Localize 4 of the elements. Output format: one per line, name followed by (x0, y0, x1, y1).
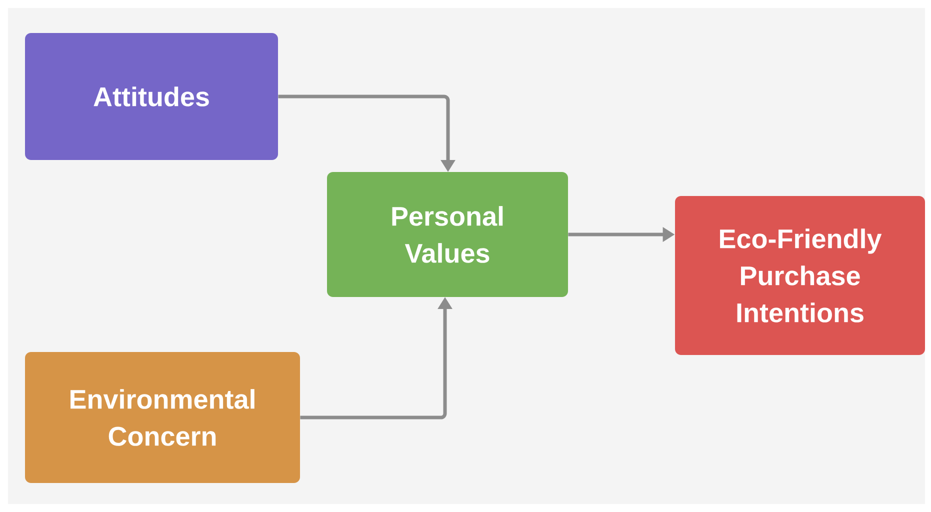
process-box: Attitudes (25, 33, 278, 160)
process-box: Personal Values (327, 172, 568, 297)
process-box: Eco-Friendly Purchase Intentions (675, 196, 925, 355)
process-box: Environmental Concern (25, 352, 300, 483)
